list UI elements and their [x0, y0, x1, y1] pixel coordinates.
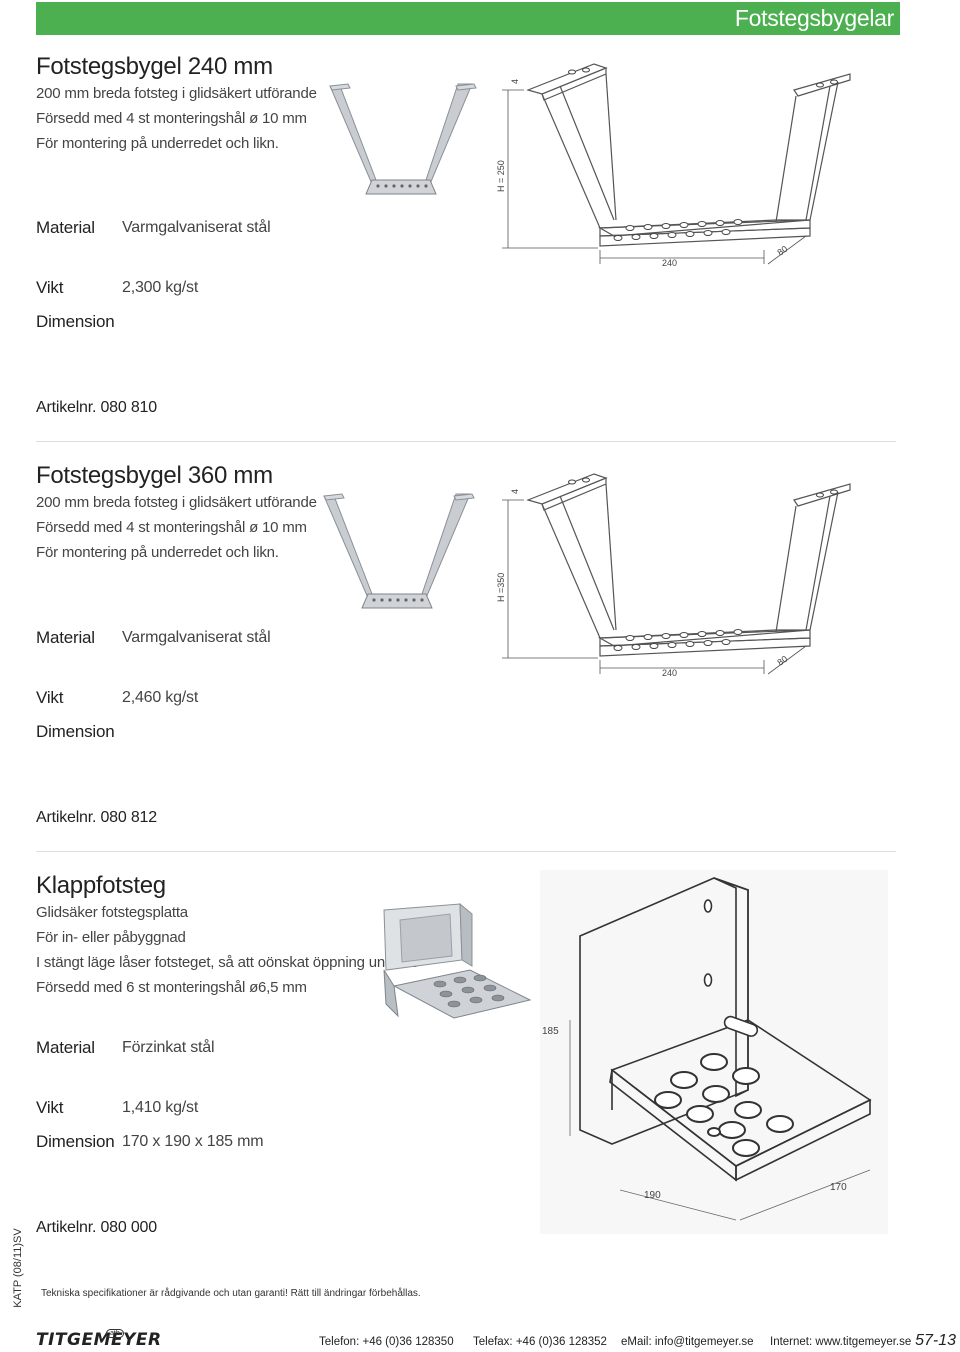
footer-phone: Telefon: +46 (0)36 128350: [319, 1336, 454, 1348]
article-number: Artikelnr. 080 812: [36, 809, 157, 826]
disclaimer: Tekniska specifikationer är rådgivande o…: [41, 1288, 421, 1299]
footer-fax: Telefax: +46 (0)36 128352: [473, 1336, 607, 1348]
material-value: Varmgalvaniserat stål: [122, 629, 271, 646]
page-number: 57-13: [915, 1332, 956, 1349]
product-description: Glidsäker fotstegsplatta För in- eller p…: [36, 900, 418, 1000]
footer-website: Internet: www.titgemeyer.se: [770, 1336, 912, 1348]
dim-top: 4: [510, 79, 520, 84]
dim-height: H = 250: [496, 160, 506, 192]
dimension-label: Dimension: [36, 312, 115, 331]
brand-logo: TITGEMEYER: [36, 1330, 162, 1350]
desc-line: Försedd med 4 st monteringshål ø 10 mm: [36, 110, 307, 127]
product-description: 200 mm breda fotsteg i glidsäkert utföra…: [36, 81, 317, 156]
product-title: Fotstegsbygel 360 mm: [36, 462, 273, 489]
desc-line: 200 mm breda fotsteg i glidsäkert utföra…: [36, 85, 317, 102]
dim-width: 240: [662, 668, 677, 678]
dim-height: 185: [542, 1026, 559, 1037]
desc-line: 200 mm breda fotsteg i glidsäkert utföra…: [36, 494, 317, 511]
technical-drawing: 4 H = 250 240 80: [496, 63, 851, 268]
dim-height: H =350: [496, 573, 506, 602]
dim-width: 240: [662, 258, 677, 268]
weight-value: 2,460 kg/st: [122, 689, 199, 706]
article-number: Artikelnr. 080 810: [36, 399, 157, 416]
product-title: Klappfotsteg: [36, 872, 166, 899]
dimension-label: Dimension: [36, 722, 115, 741]
product-photo: [323, 493, 475, 609]
product-photo: [383, 902, 532, 1019]
divider: [36, 851, 896, 852]
dim-depth: 170: [830, 1182, 847, 1193]
footer: TITGEMEYER atb Telefon: +46 (0)36 128350…: [0, 1328, 960, 1352]
material-value: Varmgalvaniserat stål: [122, 219, 271, 236]
desc-line: Försedd med 6 st monteringshål ø6,5 mm: [36, 979, 307, 996]
dimension-value: 170 x 190 x 185 mm: [122, 1133, 264, 1150]
weight-label: Vikt: [36, 688, 64, 707]
product-photo: [329, 83, 477, 195]
weight-value: 2,300 kg/st: [122, 279, 199, 296]
material-label: Material: [36, 1038, 95, 1057]
desc-line: För montering på underredet och likn.: [36, 544, 279, 561]
desc-line: För in- eller påbyggnad: [36, 929, 186, 946]
material-label: Material: [36, 628, 95, 647]
material-label: Material: [36, 218, 95, 237]
page-section-title: Fotstegsbygelar: [734, 5, 894, 31]
desc-line: Glidsäker fotstegsplatta: [36, 904, 188, 921]
dim-depth: 80: [775, 654, 789, 668]
product-description: 200 mm breda fotsteg i glidsäkert utföra…: [36, 490, 317, 565]
dim-width: 190: [644, 1190, 661, 1201]
technical-drawing: 4 H =350 240 80: [496, 473, 851, 678]
weight-label: Vikt: [36, 278, 64, 297]
dim-depth: 80: [775, 244, 789, 258]
desc-line: Försedd med 4 st monteringshål ø 10 mm: [36, 519, 307, 536]
product-title: Fotstegsbygel 240 mm: [36, 53, 273, 80]
catalog-code: KATP (08/11)SV: [12, 1228, 24, 1308]
material-value: Förzinkat stål: [122, 1039, 215, 1056]
technical-drawing: 185 190 170: [540, 870, 888, 1234]
dimension-label: Dimension: [36, 1132, 115, 1151]
footer-email: eMail: info@titgemeyer.se: [621, 1336, 754, 1348]
article-number: Artikelnr. 080 000: [36, 1219, 157, 1236]
divider: [36, 441, 896, 442]
weight-value: 1,410 kg/st: [122, 1099, 199, 1116]
desc-line: I stängt läge låser fotsteget, så att oö…: [36, 954, 419, 971]
dim-top: 4: [510, 489, 520, 494]
desc-line: För montering på underredet och likn.: [36, 135, 279, 152]
weight-label: Vikt: [36, 1098, 64, 1117]
header-bar: Fotstegsbygelar: [36, 2, 900, 35]
logo-badge: atb: [106, 1329, 124, 1338]
